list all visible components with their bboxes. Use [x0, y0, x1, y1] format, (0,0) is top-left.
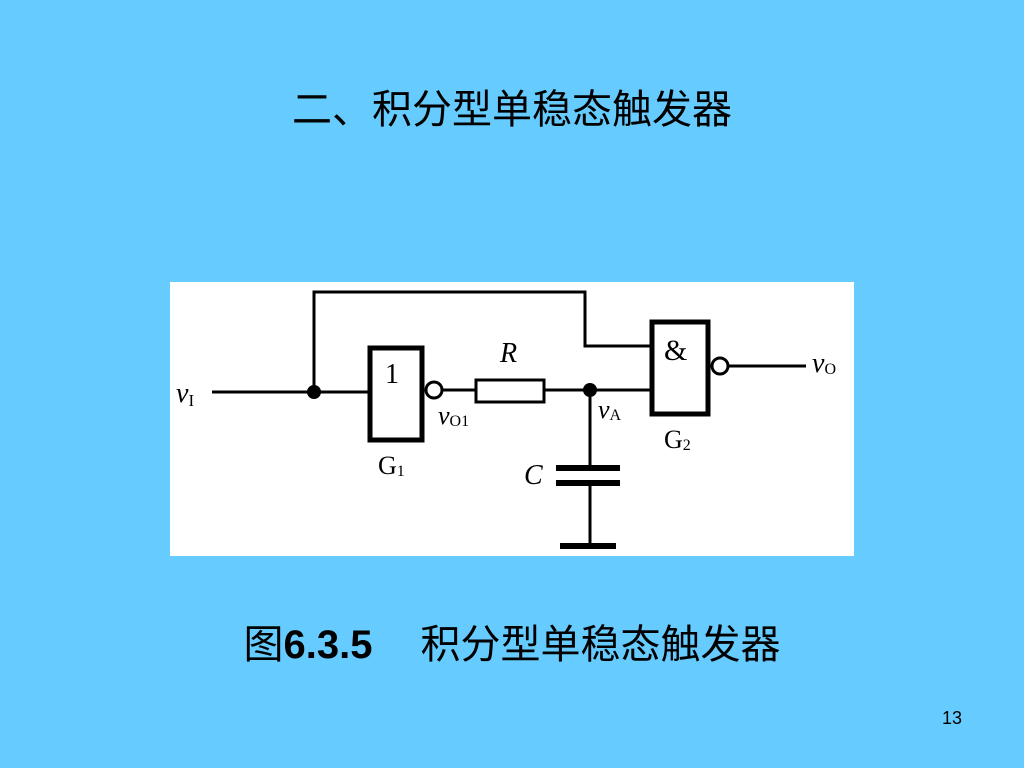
figure-caption-prefix: 图: [243, 622, 284, 668]
output-label: vO: [812, 348, 836, 379]
gate-g1-output-label: vO1: [438, 401, 469, 430]
page-number: 13: [941, 708, 962, 728]
gate-g1-symbol: 1: [385, 359, 399, 390]
node-a-junction-dot: [583, 383, 597, 397]
figure-caption-number: 6.3.5: [283, 623, 373, 667]
circuit-diagram: vI 1 G1 vO1 R vA C & G2 vO: [170, 282, 854, 556]
gate-g1: [367, 345, 425, 443]
resistor-label: R: [499, 338, 517, 369]
capacitor-label: C: [524, 460, 543, 491]
gate-g1-bubble: [424, 380, 444, 400]
figure-caption-text: 积分型单稳态触发器: [420, 622, 781, 668]
feedback-wire: [312, 290, 652, 392]
gate-g2-bubble: [710, 356, 730, 376]
resistor: [474, 378, 546, 404]
gate-g2-symbol: &: [664, 334, 687, 367]
gate-g1-label: G1: [378, 451, 405, 480]
gate-g2: [649, 319, 711, 417]
node-a-label: vA: [598, 395, 622, 424]
figure-caption: 图6.3.5 积分型单稳态触发器: [0, 620, 1024, 670]
input-junction-dot: [307, 385, 321, 399]
input-label: vI: [176, 378, 194, 410]
gate-g2-label: G2: [664, 425, 691, 454]
slide-title: 二、积分型单稳态触发器: [292, 87, 732, 133]
